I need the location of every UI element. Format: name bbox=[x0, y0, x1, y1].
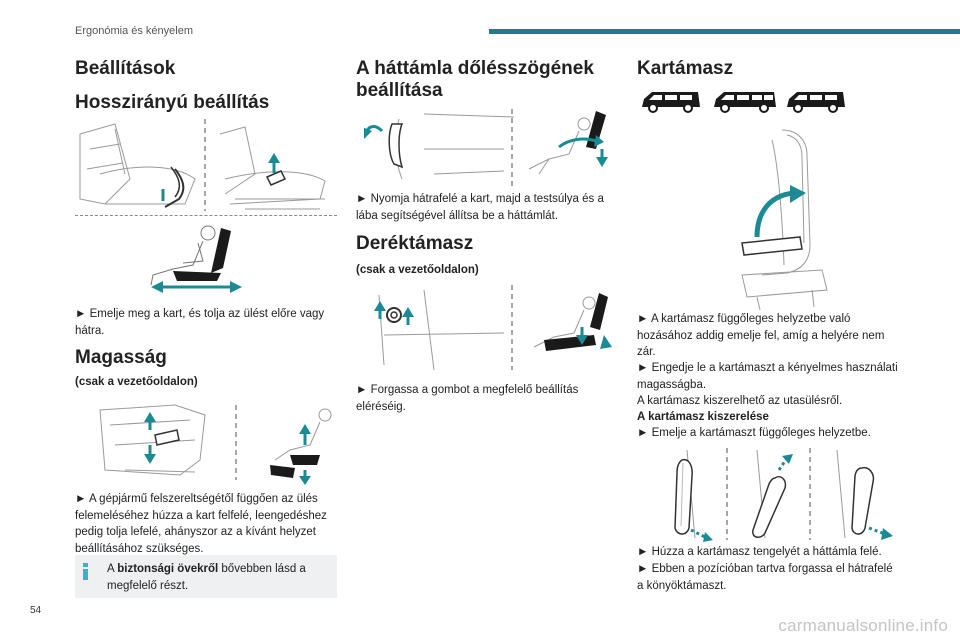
info-rest: bővebben lásd a megfelelő részt. bbox=[107, 563, 306, 592]
text-armrest-1: ► A kartámasz függőleges helyzetbe való … bbox=[637, 313, 885, 358]
illustration-armrest bbox=[702, 125, 837, 310]
text-remove-1: ► Emelje a kartámaszt függőleges helyzet… bbox=[637, 427, 871, 439]
text-remove-2: ► Húzza a kartámasz tengelyét a háttámla… bbox=[637, 546, 882, 558]
illustration-armrest-removal bbox=[647, 448, 902, 543]
watermark: carmanualsonline.info bbox=[778, 616, 948, 635]
header-accent-bar bbox=[489, 29, 960, 34]
info-icon bbox=[83, 563, 88, 580]
info-text: A biztonsági övekről bővebben lásd a meg… bbox=[107, 561, 329, 594]
page-number: 54 bbox=[30, 605, 42, 616]
info-box: A biztonsági övekről bővebben lásd a meg… bbox=[75, 555, 337, 598]
text-backrest: ► Nyomja hátrafelé a kart, majd a testsú… bbox=[356, 193, 604, 222]
text-lumbar: ► Forgassa a gombot a megfelelő beállítá… bbox=[356, 384, 579, 413]
heading-settings: Beállítások bbox=[75, 58, 176, 79]
subheading-remove: A kartámasz kiszerelése bbox=[637, 411, 769, 423]
heading-lumbar: Deréktámasz bbox=[356, 233, 474, 254]
info-link-seatbelts[interactable]: biztonsági övekről bbox=[117, 563, 219, 575]
illustration-lumbar bbox=[364, 285, 619, 375]
subheading-lumbar: (csak a vezetőoldalon) bbox=[356, 264, 479, 276]
heading-backrest: A háttámla dőlésszögének beállítása bbox=[356, 58, 594, 101]
illustration-height-lever bbox=[95, 400, 335, 485]
text-armrest-2: ► Engedje le a kartámaszt a kényelmes ha… bbox=[637, 362, 898, 391]
text-longitudinal: ► Emelje meg a kart, és tolja az ülést e… bbox=[75, 308, 325, 337]
illustration-seat-slide bbox=[143, 223, 243, 295]
divider-dashed bbox=[75, 215, 337, 217]
subheading-height: (csak a vezetőoldalon) bbox=[75, 376, 198, 388]
vehicle-icons bbox=[640, 89, 850, 115]
text-armrest-3: A kartámasz kiszerelhető az utasülésről. bbox=[637, 395, 843, 407]
section-title: Ergonómia és kényelem bbox=[75, 25, 194, 37]
heading-longitudinal: Hosszirányú beállítás bbox=[75, 92, 270, 113]
heading-armrest: Kartámasz bbox=[637, 58, 734, 79]
info-prefix: A bbox=[107, 563, 118, 575]
text-remove-3: ► Ebben a pozícióban tartva forgassa el … bbox=[637, 563, 893, 592]
heading-height: Magasság bbox=[75, 347, 167, 368]
text-height: ► A gépjármű felszereltségétől függően a… bbox=[75, 493, 327, 555]
illustration-backrest bbox=[364, 109, 619, 189]
illustration-seat-lever bbox=[75, 119, 335, 219]
